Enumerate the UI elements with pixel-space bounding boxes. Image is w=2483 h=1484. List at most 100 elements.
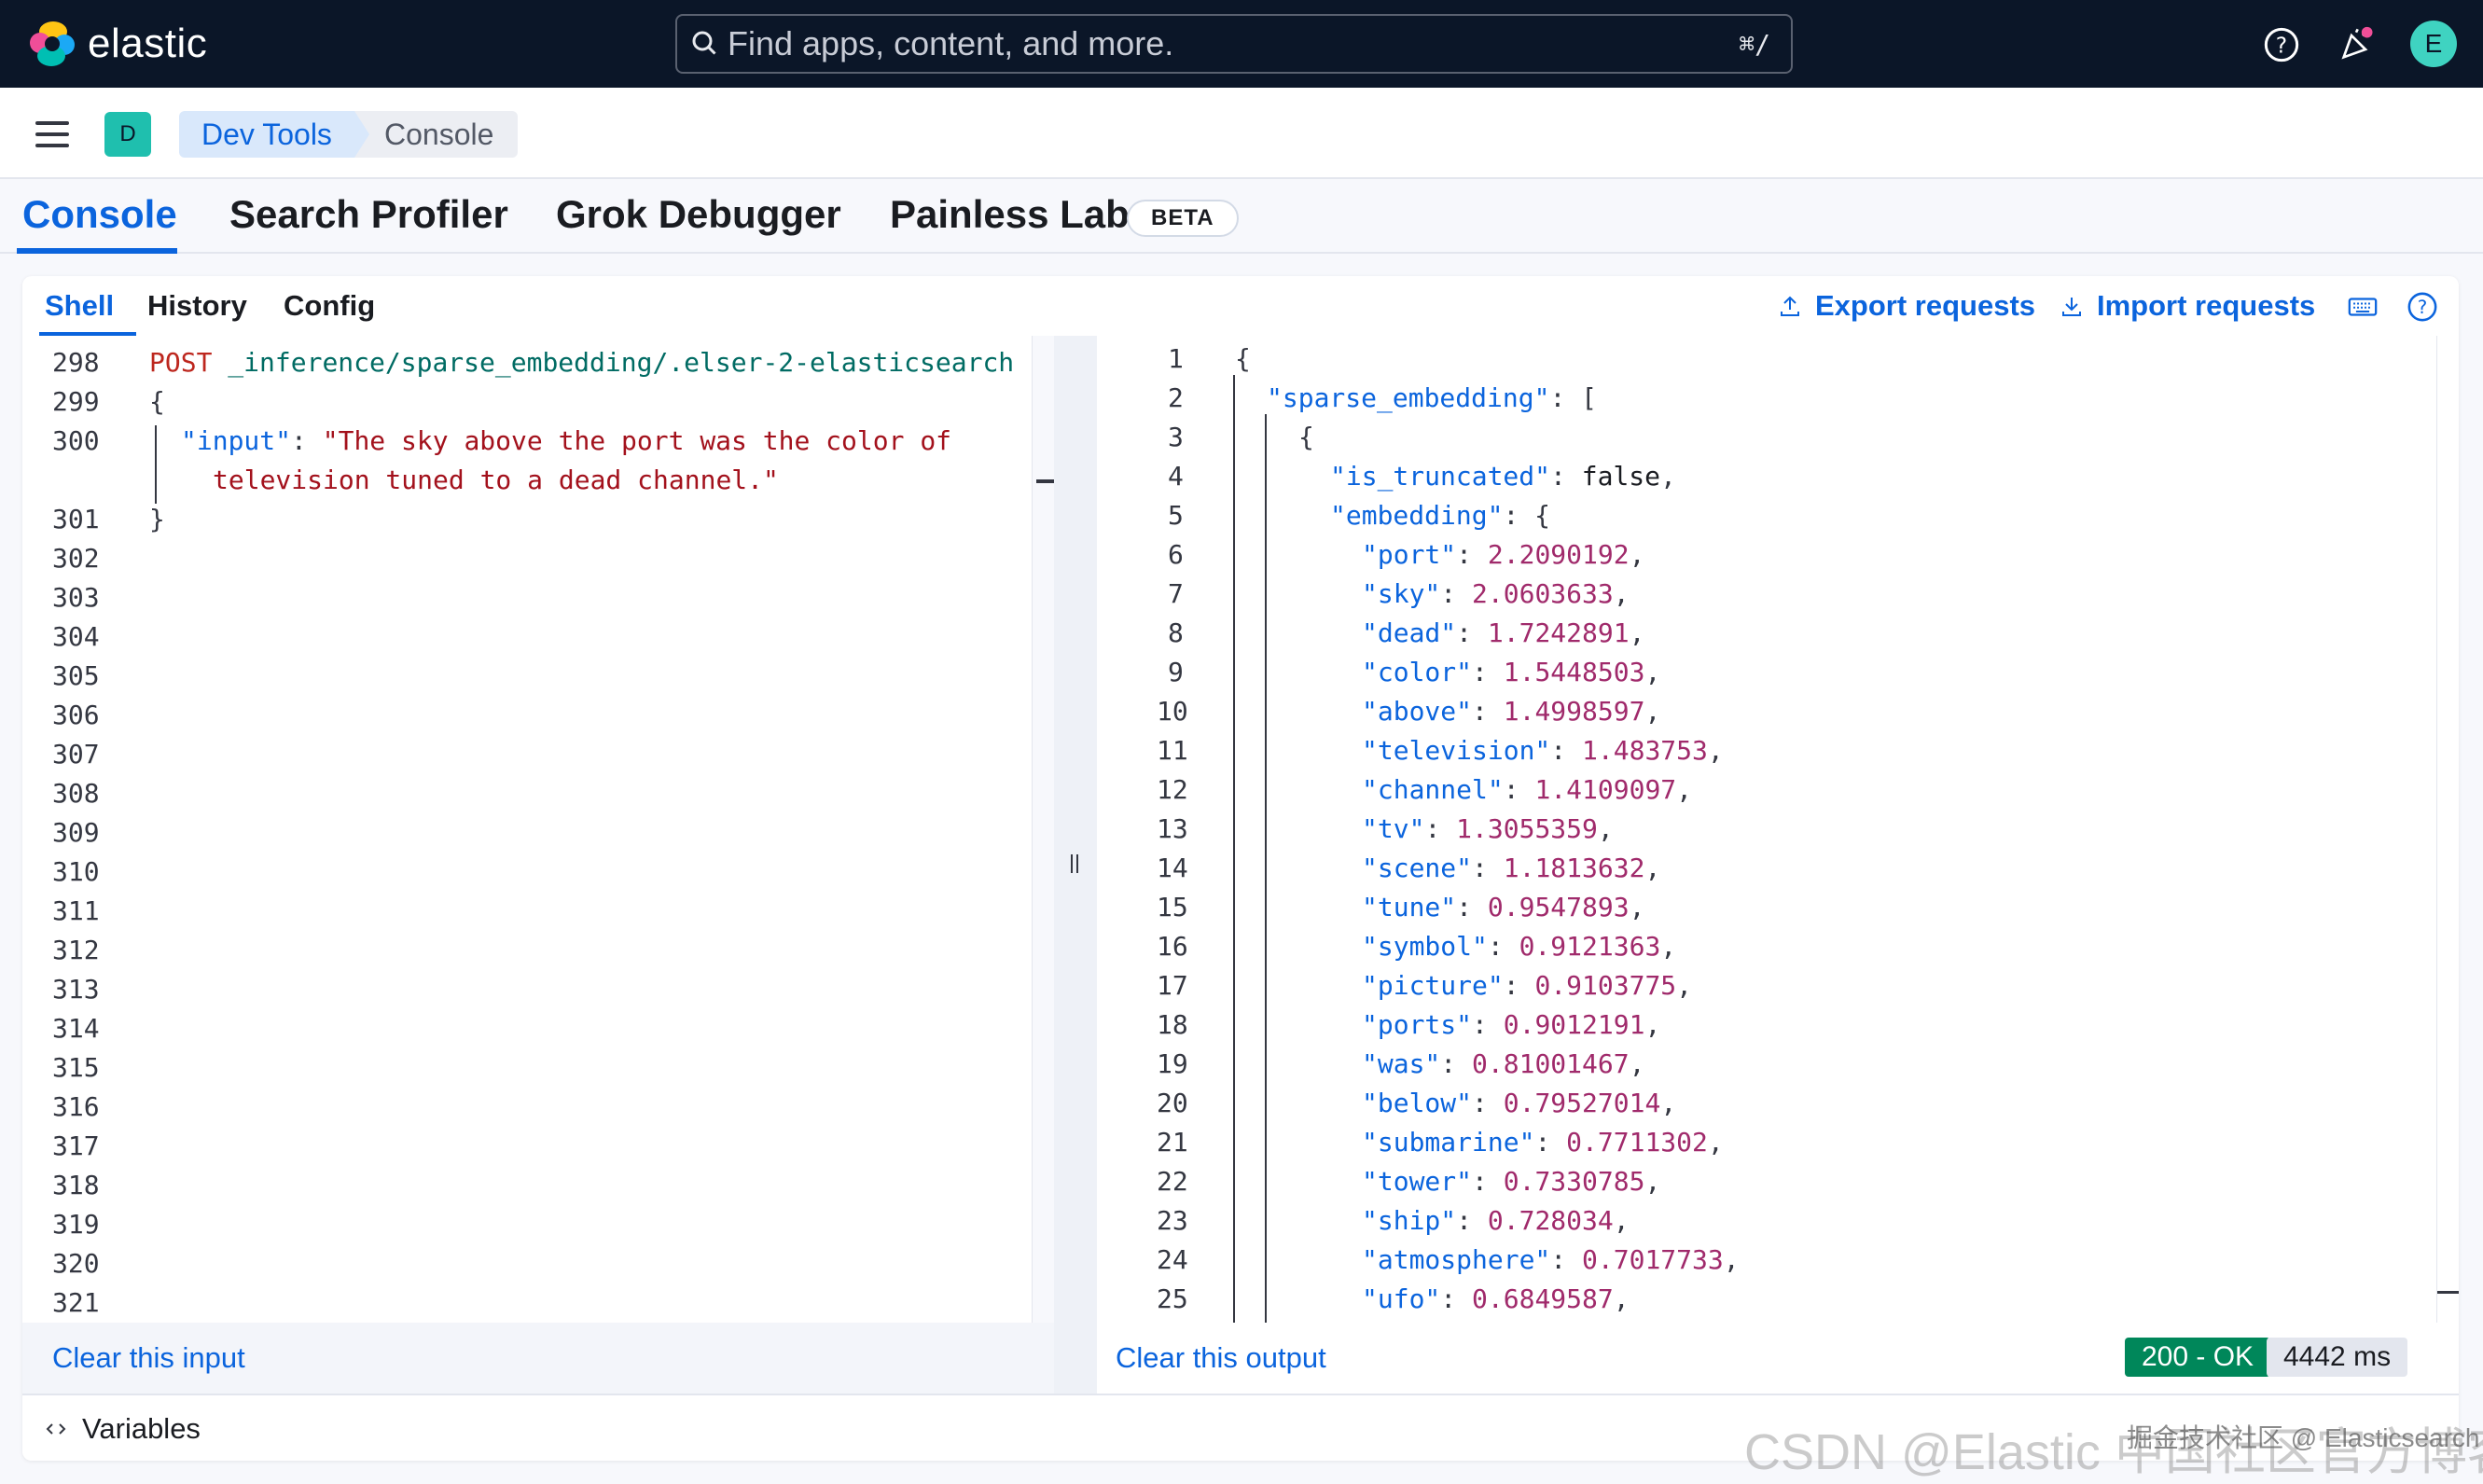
menu-icon[interactable] <box>35 121 69 147</box>
clear-output-link[interactable]: Clear this output <box>1116 1341 1326 1374</box>
json-punctuation: , <box>1629 539 1645 570</box>
help-icon[interactable]: ? <box>2407 291 2438 323</box>
response-footer: Clear this output 200 - OK 4442 ms <box>1097 1323 2459 1394</box>
json-punctuation: : <box>1440 1283 1473 1314</box>
help-icon[interactable]: ? <box>2263 26 2300 63</box>
line-number: 310 <box>52 856 100 887</box>
json-punctuation: : <box>1550 461 1582 492</box>
request-scrollbar[interactable] <box>1032 336 1054 1323</box>
tab-shell[interactable]: Shell <box>45 289 115 322</box>
response-line: "sparse_embedding": [ <box>1267 382 1597 413</box>
breadcrumb-console: Console <box>354 111 519 158</box>
json-key: "sparse_embedding" <box>1267 382 1550 413</box>
line-number: 24 <box>1157 1244 1188 1275</box>
import-icon <box>2062 298 2081 316</box>
response-line: "was": 0.81001467, <box>1362 1048 1644 1079</box>
tab-painless-lab[interactable]: Painless Lab <box>890 192 1130 236</box>
tab-grok-debugger[interactable]: Grok Debugger <box>556 192 841 236</box>
global-search-input[interactable]: Find apps, content, and more. ⌘/ <box>675 14 1793 74</box>
line-number: 14 <box>1157 853 1188 883</box>
json-value: 1.4109097 <box>1534 774 1677 805</box>
json-punctuation: , <box>1629 892 1645 922</box>
line-number: 17 <box>1157 970 1188 1001</box>
line-number: 16 <box>1157 931 1188 962</box>
json-punctuation: : <box>1472 657 1504 687</box>
editor-resize-handle[interactable] <box>1054 336 1097 1461</box>
line-number: 5 <box>1168 500 1184 531</box>
line-number: 308 <box>52 778 100 809</box>
line-number: 18 <box>1157 1009 1188 1040</box>
tab-search-profiler[interactable]: Search Profiler <box>229 192 508 236</box>
line-number: 316 <box>52 1091 100 1122</box>
line-number: 11 <box>1157 735 1188 766</box>
breadcrumb-dev-tools[interactable]: Dev Tools <box>179 111 373 158</box>
user-avatar[interactable]: E <box>2410 21 2457 67</box>
import-requests-label: Import requests <box>2097 289 2316 322</box>
response-line: "ports": 0.9012191, <box>1362 1009 1660 1040</box>
json-punctuation: : <box>1472 1166 1504 1197</box>
json-key: "television" <box>1362 735 1551 766</box>
news-feed-icon[interactable] <box>2337 26 2375 63</box>
json-value: 2.0603633 <box>1472 578 1614 609</box>
line-number: 317 <box>52 1130 100 1161</box>
line-number: 314 <box>52 1013 100 1044</box>
import-requests-button[interactable]: Import requests <box>2061 289 2315 323</box>
export-requests-label: Export requests <box>1815 289 2036 322</box>
export-requests-button[interactable]: Export requests <box>1780 289 2035 323</box>
json-punctuation: , <box>1644 657 1661 687</box>
indent-guide <box>1265 414 1267 1323</box>
scrollbar-thumb[interactable] <box>2437 1291 2459 1294</box>
response-scrollbar[interactable] <box>2436 336 2459 1323</box>
json-value: false <box>1581 461 1661 492</box>
json-punctuation: : <box>1456 1205 1488 1236</box>
json-key: "ship" <box>1362 1205 1457 1236</box>
line-number: 305 <box>52 660 100 691</box>
json-key: "ports" <box>1362 1009 1473 1040</box>
tab-history[interactable]: History <box>147 289 247 322</box>
json-value: 0.7017733 <box>1582 1244 1724 1275</box>
scrollbar-thumb[interactable] <box>1036 479 1054 483</box>
response-line: "tune": 0.9547893, <box>1362 892 1644 922</box>
svg-text:?: ? <box>2276 32 2287 58</box>
line-number: 320 <box>52 1248 100 1279</box>
request-input-continuation: television tuned to a dead channel." <box>213 465 779 495</box>
json-value: 1.4998597 <box>1503 696 1645 727</box>
json-value: 0.9121363 <box>1519 931 1661 962</box>
tab-config[interactable]: Config <box>284 289 376 322</box>
json-punctuation: : { <box>1503 500 1551 531</box>
line-number: 299 <box>52 386 100 417</box>
space-avatar[interactable]: D <box>104 112 151 157</box>
request-open-brace: { <box>149 386 165 417</box>
json-key: "dead" <box>1362 617 1457 648</box>
drag-handle-icon[interactable] <box>1067 854 1082 873</box>
json-value: 0.7711302 <box>1566 1127 1708 1158</box>
line-number: 10 <box>1157 696 1188 727</box>
line-number: 307 <box>52 739 100 770</box>
watermark-secondary: 掘金技术社区 @ Elasticsearch <box>2127 1423 2480 1452</box>
response-line: "scene": 1.1813632, <box>1362 853 1660 883</box>
line-number: 25 <box>1157 1283 1188 1314</box>
json-value: 1.7242891 <box>1487 617 1630 648</box>
json-key: "submarine" <box>1362 1127 1535 1158</box>
response-line: "submarine": 0.7711302, <box>1362 1127 1724 1158</box>
keyboard-shortcuts-icon[interactable] <box>2347 291 2379 323</box>
response-line: "atmosphere": 0.7017733, <box>1362 1244 1740 1275</box>
json-punctuation: : [ <box>1549 382 1598 413</box>
json-punctuation: : <box>1456 617 1488 648</box>
elastic-logo[interactable]: elastic <box>30 21 207 67</box>
line-number: 300 <box>52 425 100 456</box>
json-punctuation: : <box>1456 539 1488 570</box>
variables-bar[interactable]: Variables <box>22 1394 2459 1461</box>
console-subtabs: Shell History Config Export requests Imp… <box>22 276 2459 336</box>
request-close-brace: } <box>149 504 165 534</box>
line-number: 1 <box>1168 343 1184 374</box>
json-value: 0.9012191 <box>1503 1009 1645 1040</box>
tab-console[interactable]: Console <box>22 192 177 236</box>
indent-guide <box>1233 375 1235 1323</box>
json-punctuation: : <box>1440 1048 1473 1079</box>
clear-input-link[interactable]: Clear this input <box>52 1341 245 1374</box>
json-punctuation: , <box>1629 617 1645 648</box>
